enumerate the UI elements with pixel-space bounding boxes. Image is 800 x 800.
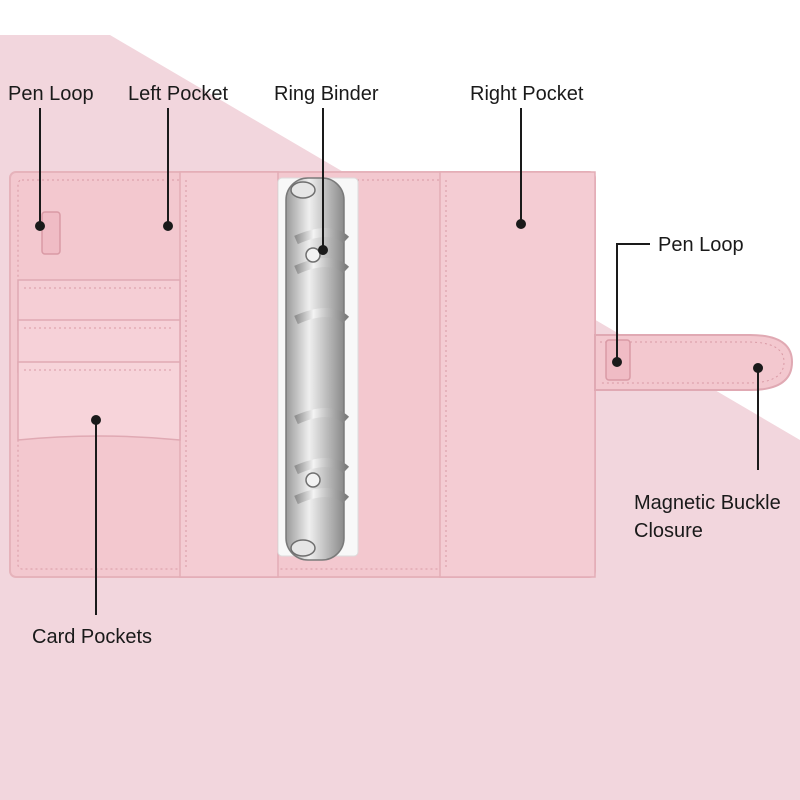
- dot-right-pocket: [516, 219, 526, 229]
- dot-ring-binder: [318, 245, 328, 255]
- label-magnetic-buckle-line2: Closure: [634, 520, 703, 542]
- label-pen-loop-right: Pen Loop: [658, 234, 744, 256]
- dot-card-pockets: [91, 415, 101, 425]
- ring-binder-shape: [285, 177, 350, 561]
- label-left-pocket: Left Pocket: [128, 83, 229, 105]
- leader-pen-loop-right: [616, 243, 650, 360]
- dot-pen-loop-left: [35, 221, 45, 231]
- label-ring-binder: Ring Binder: [274, 83, 379, 105]
- label-right-pocket: Right Pocket: [470, 83, 584, 105]
- dot-pen-loop-right: [612, 357, 622, 367]
- pen-loop-left-shape: [41, 211, 61, 255]
- dot-left-pocket: [163, 221, 173, 231]
- label-magnetic-buckle-line1: Magnetic Buckle: [634, 492, 781, 514]
- card-pockets-shape: [17, 279, 181, 441]
- dot-magnetic-buckle: [753, 363, 763, 373]
- label-card-pockets: Card Pockets: [32, 626, 153, 648]
- label-pen-loop-left: Pen Loop: [8, 83, 94, 105]
- right-pocket-shape: [439, 171, 596, 578]
- left-pocket-shape: [179, 171, 279, 578]
